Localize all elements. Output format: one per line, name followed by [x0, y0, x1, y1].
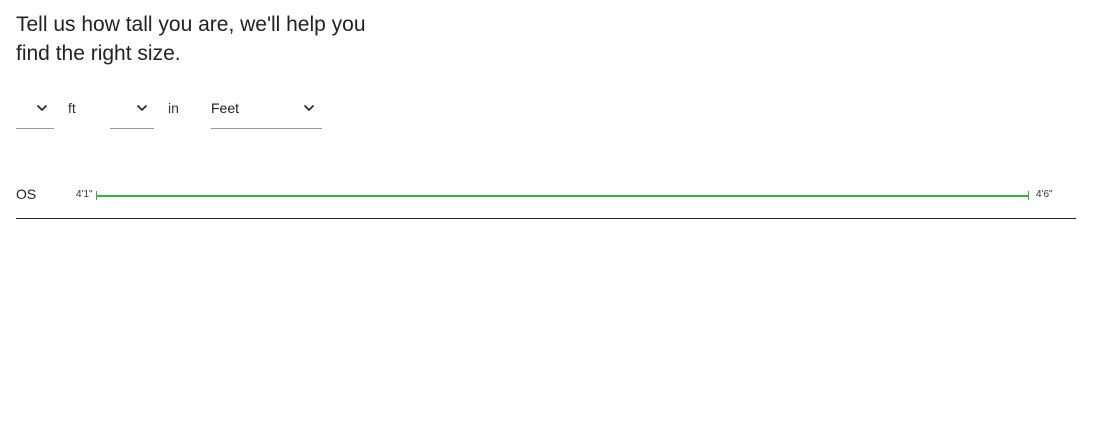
size-name: OS	[16, 186, 37, 202]
fit-finder-heading: Tell us how tall you are, we'll help you…	[16, 13, 366, 65]
inches-label: in	[168, 100, 179, 116]
feet-select[interactable]	[16, 96, 54, 129]
height-selector: ft in Feet	[16, 96, 336, 130]
chevron-down-icon	[36, 102, 48, 114]
chevron-down-icon	[303, 102, 315, 114]
range-bar-end-tick	[1028, 191, 1029, 200]
feet-label: ft	[68, 100, 76, 116]
chevron-down-icon	[136, 102, 148, 114]
range-bar-start-tick	[96, 191, 97, 200]
unit-select-value: Feet	[211, 100, 240, 116]
size-range-row: OS 4'1" 4'6"	[16, 178, 1076, 219]
range-max-height: 4'6"	[1036, 189, 1053, 200]
unit-select[interactable]: Feet	[211, 96, 322, 129]
range-min-height: 4'1"	[76, 189, 93, 200]
height-range-bar	[96, 190, 1029, 201]
range-bar-line	[96, 195, 1029, 197]
inches-select[interactable]	[110, 96, 154, 129]
